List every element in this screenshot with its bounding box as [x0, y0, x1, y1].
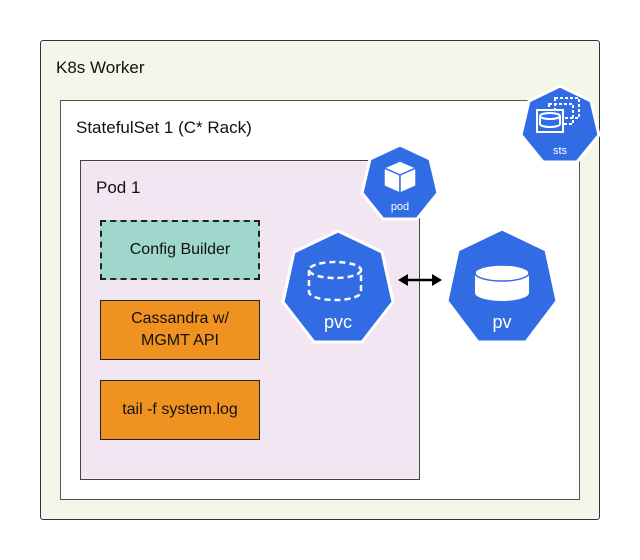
- pod-icon: pod: [360, 143, 440, 221]
- statefulset-label: StatefulSet 1 (C* Rack): [76, 118, 252, 137]
- sts-icon: sts: [519, 84, 601, 164]
- pod-label: Pod 1: [96, 178, 141, 197]
- sts-icon-label: sts: [553, 145, 568, 157]
- pv-icon-label: pv: [492, 312, 511, 332]
- pod-icon-label: pod: [391, 201, 409, 213]
- cassandra-container: Cassandra w/ MGMT API: [100, 300, 260, 360]
- pvc-icon-label: pvc: [324, 312, 352, 332]
- k8s-worker-label: K8s Worker: [56, 58, 145, 77]
- pvc-pv-bidirectional-arrow: [398, 274, 442, 286]
- tail-log-container: tail -f system.log: [100, 380, 260, 440]
- config-builder-container: Config Builder: [100, 220, 260, 280]
- pv-icon: pv: [445, 227, 559, 344]
- pvc-icon: pvc: [281, 229, 395, 344]
